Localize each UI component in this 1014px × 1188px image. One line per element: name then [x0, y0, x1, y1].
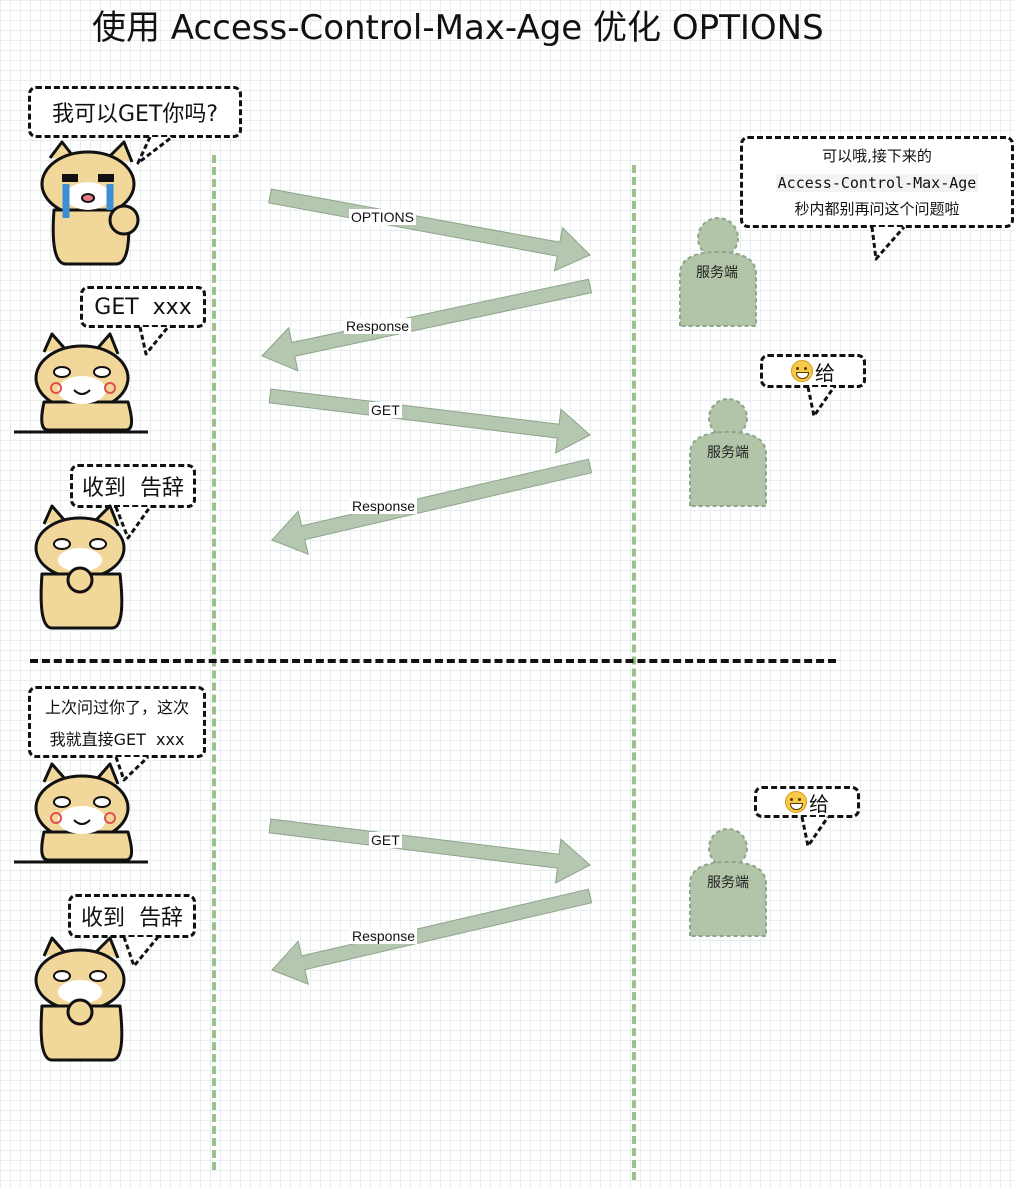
bubble-tail [870, 226, 906, 261]
response-arrow [271, 888, 593, 986]
dog-smug-sticker [14, 762, 148, 864]
server-speech-bubble: 给 [760, 354, 866, 388]
server-lifeline [632, 165, 636, 1180]
grinning-face-icon [785, 791, 807, 813]
bubble-tail [114, 755, 150, 782]
arrow-label-get: GET [369, 832, 402, 848]
response-arrow [261, 278, 593, 372]
arrow-label-response: Response [344, 318, 412, 334]
server-body [679, 250, 757, 327]
client-speech-bubble: 我可以GET你吗? [28, 86, 242, 138]
client-speech-bubble: 收到 告辞 [68, 894, 196, 938]
bubble-text-line-2: 我就直接GET xxx [49, 730, 185, 749]
bubble-tail [806, 386, 836, 418]
bubble-text: 我可以GET你吗? [51, 102, 219, 127]
dog-smug-sticker [14, 332, 148, 434]
bubble-text-header-name: Access-Control-Max-Age [775, 174, 979, 192]
bubble-tail [136, 135, 173, 165]
bubble-text: GET xxx [94, 294, 192, 320]
section-separator [30, 659, 836, 663]
server-label: 服务端 [707, 445, 749, 461]
client-speech-bubble: 收到 告辞 [70, 464, 196, 508]
arrow-label-options: OPTIONS [349, 209, 417, 225]
diagram-title: 使用 Access-Control-Max-Age 优化 OPTIONS [92, 8, 824, 48]
server-figure [679, 217, 757, 327]
bubble-text: 收到 告辞 [82, 476, 184, 501]
bubble-text-line-1: 可以哦,接下来的 [822, 147, 932, 165]
bubble-tail [800, 816, 830, 848]
arrow-label-response: Response [350, 498, 418, 514]
arrow-label-get: GET [369, 402, 402, 418]
bubble-tail [122, 936, 160, 968]
server-label: 服务端 [696, 265, 738, 281]
server-body [689, 430, 767, 507]
grinning-face-icon [791, 360, 813, 382]
dog-crying-sticker [40, 140, 140, 266]
server-figure [689, 828, 767, 937]
response-arrow [271, 458, 593, 556]
bubble-text-line-3: 秒内都别再问这个问题啦 [794, 200, 960, 218]
server-label: 服务端 [707, 875, 749, 891]
server-speech-bubble: 给 [754, 786, 860, 818]
bubble-tail [114, 506, 152, 540]
server-body [689, 860, 767, 937]
bubble-tail [138, 326, 170, 356]
client-speech-bubble: 上次问过你了，这次 我就直接GET xxx [28, 686, 206, 758]
request-arrow [268, 818, 591, 884]
bubble-text: 给 [815, 360, 835, 385]
bubble-text: 收到 告辞 [81, 906, 183, 931]
dog-shy-sticker [34, 504, 126, 630]
server-figure [689, 398, 767, 507]
request-arrow [268, 388, 591, 454]
dog-shy-sticker [34, 936, 126, 1062]
server-speech-bubble: 可以哦,接下来的 Access-Control-Max-Age 秒内都别再问这个… [740, 136, 1014, 228]
bubble-text-line-1: 上次问过你了，这次 [44, 698, 189, 717]
client-speech-bubble: GET xxx [80, 286, 206, 328]
arrow-label-response: Response [350, 928, 418, 944]
bubble-text: 给 [809, 791, 829, 816]
